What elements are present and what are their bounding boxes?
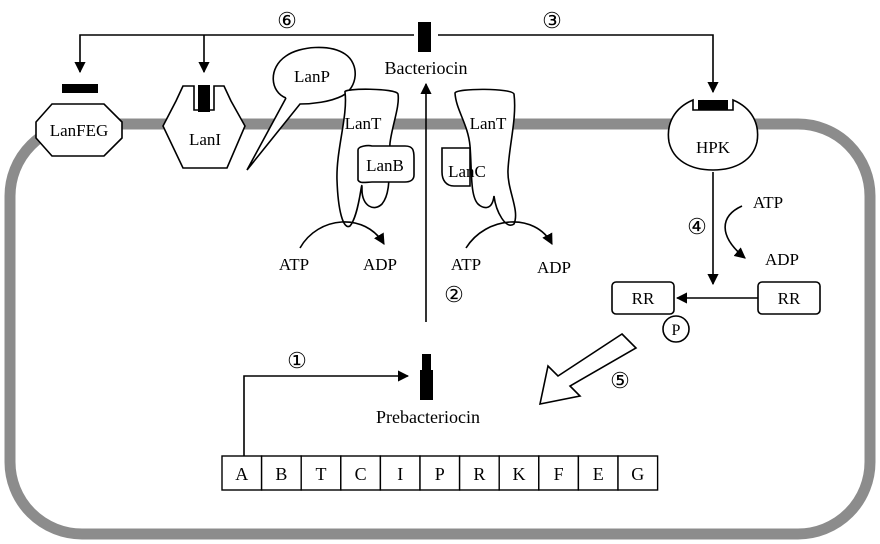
gene-box [419, 455, 461, 491]
lani-protein [162, 85, 246, 169]
rr-phosphorylated-box [611, 281, 675, 315]
bacteriocin-peptide-icon [418, 22, 431, 52]
gene-box [538, 455, 580, 491]
bacteriocin-label: Bacteriocin [385, 58, 468, 78]
gene-label: I [397, 464, 403, 484]
atp-label-2: ATP [451, 255, 481, 274]
gene-label: A [235, 464, 248, 484]
lani-bound-peptide-icon [198, 85, 210, 112]
phosphate-label: P [672, 322, 681, 339]
prebacteriocin-peptide-icon [422, 354, 431, 370]
hpk-label: HPK [696, 138, 731, 157]
gene-label: F [554, 464, 564, 484]
gene-box [300, 455, 342, 491]
step-5-label: ⑤ [610, 368, 630, 393]
lani-label: LanI [189, 130, 221, 149]
atp-adp-arrow-1 [299, 221, 385, 249]
gene-box [617, 455, 659, 491]
prebacteriocin-label: Prebacteriocin [376, 407, 480, 427]
atp-label-1: ATP [279, 255, 309, 274]
step-4-label: ④ [687, 214, 707, 239]
adp-label-1: ADP [363, 255, 397, 274]
lanp-protease [246, 46, 356, 171]
gene-label: G [631, 464, 644, 484]
lanb-label: LanB [366, 156, 404, 175]
step-3-label: ③ [542, 8, 562, 33]
gene-label: E [593, 464, 604, 484]
gene-box [221, 455, 263, 491]
lanp-label: LanP [294, 67, 330, 86]
lant-right-label: LanT [470, 114, 507, 133]
adp-label-2: ADP [537, 258, 571, 277]
gene-box [458, 455, 500, 491]
gene-box [340, 455, 382, 491]
rr-label: RR [778, 289, 801, 308]
gene-box [260, 455, 302, 491]
step-2-label: ② [444, 282, 464, 307]
translation-arrow [243, 370, 410, 456]
lant-left-label: LanT [345, 114, 382, 133]
gene-label: P [435, 464, 445, 484]
lanb-protein [357, 144, 415, 184]
atp-adp-arrow-2 [465, 221, 553, 249]
gene-label: R [473, 464, 485, 484]
cell-membrane [4, 118, 876, 540]
phosphate-circle [662, 315, 690, 343]
lanc-label: LanC [448, 162, 486, 181]
hpk-bound-peptide-icon [698, 100, 728, 110]
step-1-label: ① [287, 348, 307, 373]
rr-phos-label: RR [632, 289, 655, 308]
gene-label: T [316, 464, 327, 484]
export-arrows [74, 34, 719, 94]
lanfeg-label: LanFEG [50, 121, 109, 140]
gene-label: K [513, 464, 526, 484]
gene-box [498, 455, 540, 491]
step-6-label: ⑥ [277, 8, 297, 33]
adp-hpk-label: ADP [765, 250, 799, 269]
gene-label: C [355, 464, 367, 484]
prebacteriocin-leader-icon [420, 370, 433, 400]
activation-hollow-arrow [538, 332, 638, 406]
atp-hpk-label: ATP [753, 193, 783, 212]
hpk-atp-adp-arrow [724, 205, 746, 259]
gene-label: B [275, 464, 287, 484]
hpk-receptor [667, 98, 759, 171]
lanfeg-transporter [35, 103, 123, 157]
lanfeg-bound-peptide-icon [62, 84, 98, 93]
lanc-protein [441, 147, 471, 187]
